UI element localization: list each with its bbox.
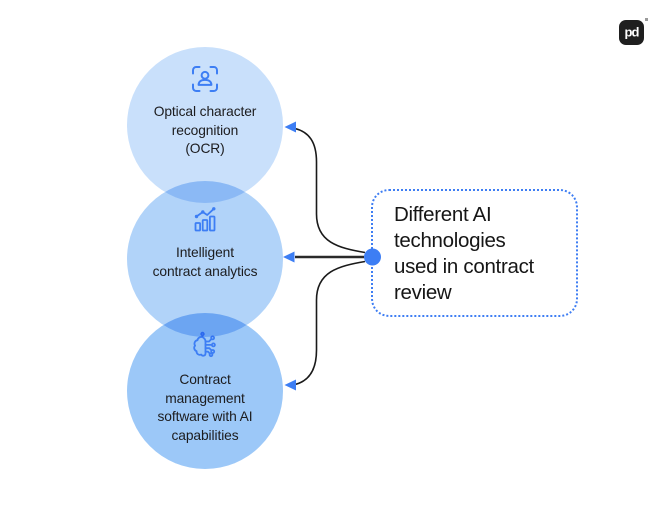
arrow-to-analytics-head: [283, 251, 295, 263]
arrow-to-ai-software-path: [294, 260, 366, 386]
logo-trademark-dot: [645, 18, 648, 21]
bar-chart-trend-icon: [194, 207, 216, 232]
circle-analytics: Intelligent contract analytics: [127, 181, 283, 337]
arrow-to-ocr-head: [284, 121, 296, 133]
arrow-to-ocr-path: [294, 127, 366, 254]
pandadoc-logo: pd: [619, 18, 648, 45]
callout-text: Different AI technologies used in contra…: [394, 203, 534, 304]
circle-ocr: Optical character recognition (OCR): [127, 47, 283, 203]
circle-analytics-label: Intelligent contract analytics: [152, 245, 258, 279]
ocr-scan-icon: [192, 66, 218, 92]
arrow-to-ai-software-head: [284, 379, 296, 391]
circle-ai-software-label: Contract management software with AI cap…: [157, 372, 253, 443]
callout-box: Different AI technologies used in contra…: [371, 189, 578, 317]
brain-circuit-icon: [193, 331, 216, 358]
circle-ocr-label: Optical character recognition (OCR): [153, 104, 257, 156]
logo-text: pd: [624, 24, 640, 40]
circle-ai-software: Contract management software with AI cap…: [127, 313, 283, 469]
